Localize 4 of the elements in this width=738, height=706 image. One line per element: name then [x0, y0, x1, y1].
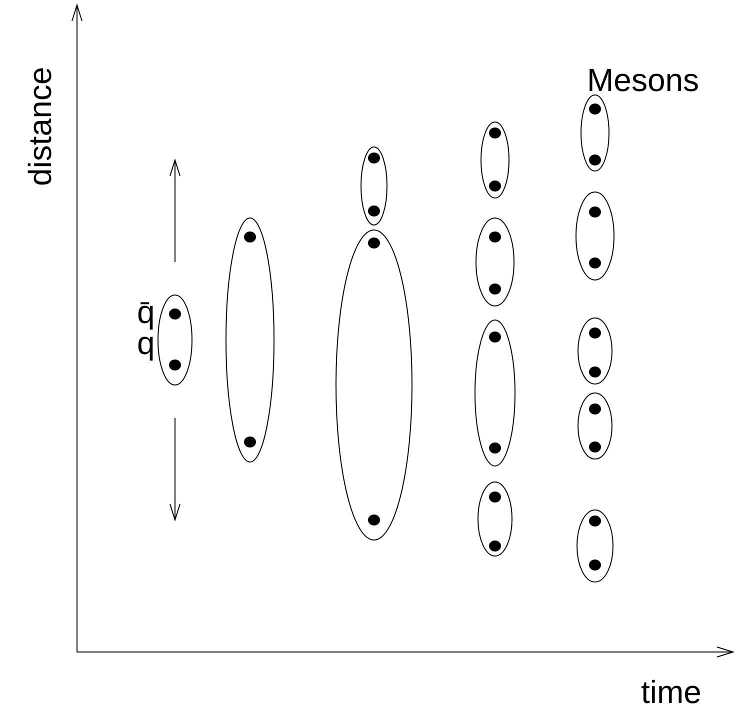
axis-label: time: [641, 676, 702, 706]
quark-label: q̄: [137, 296, 155, 328]
axis-label: distance: [24, 66, 56, 186]
annotation-label: Mesons: [587, 64, 700, 96]
